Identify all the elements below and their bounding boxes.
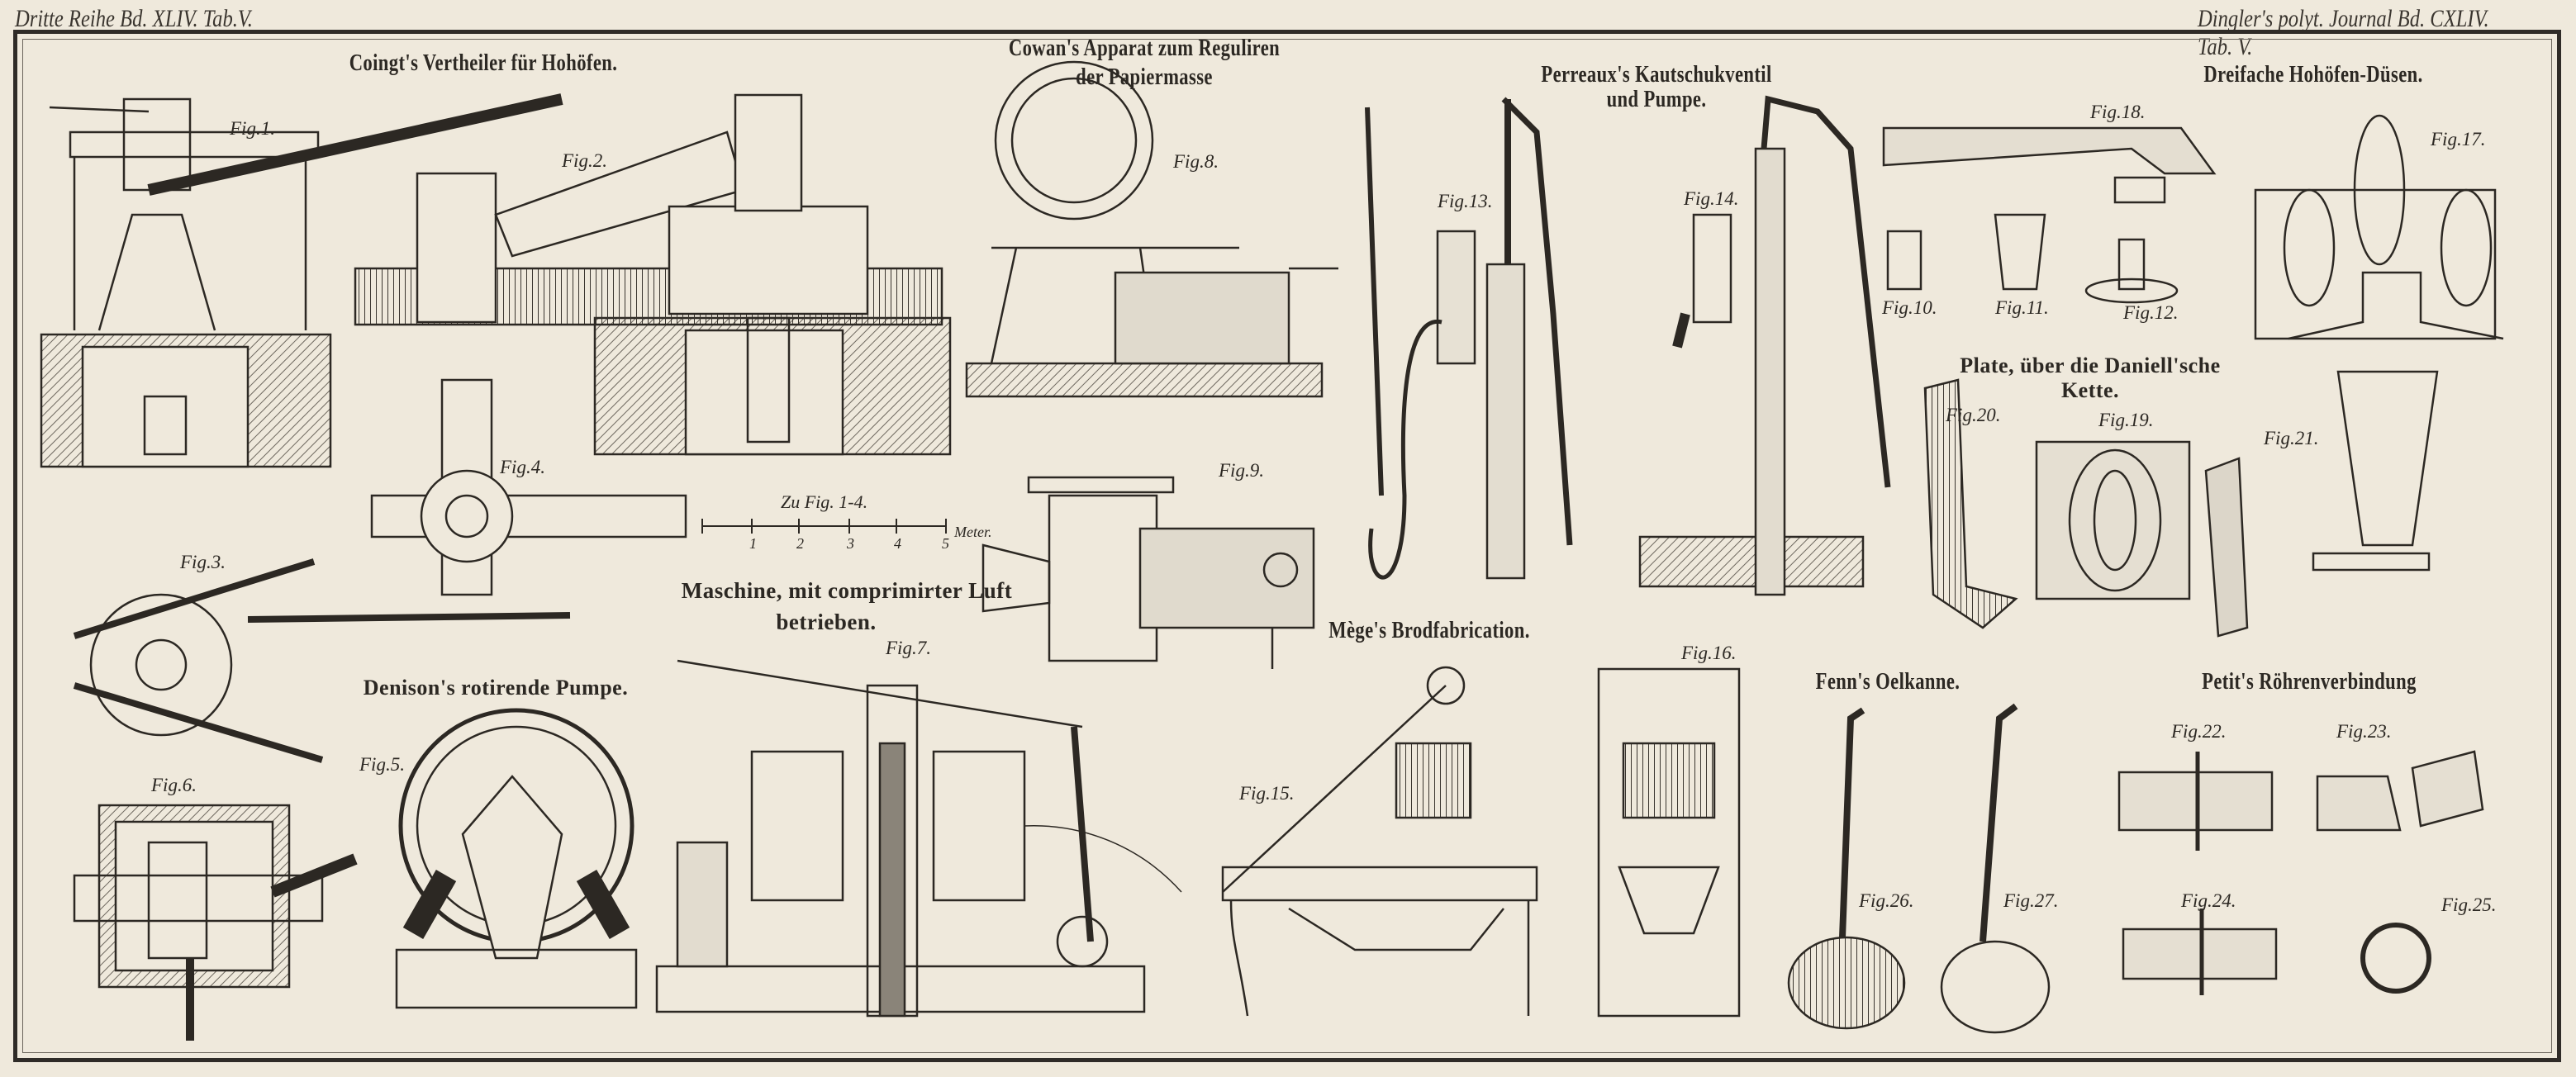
fig10-12-drawings: [1886, 213, 2179, 304]
scale-tick-3: 3: [847, 535, 854, 552]
fig-label-26: Fig.26.: [1859, 890, 1914, 911]
title-petit: Petit's Röhrenverbindung: [2202, 668, 2417, 695]
fig16-drawing: [1597, 667, 1741, 1018]
fig-label-23: Fig.23.: [2336, 721, 2392, 742]
fig-label-24: Fig.24.: [2181, 890, 2236, 911]
title-perreaux-line1: Perreaux's Kautschukventil: [1541, 61, 1772, 88]
fig9-drawing: [981, 476, 1315, 669]
scale-tick-1: 1: [749, 535, 757, 552]
title-maschine-line1: Maschine, mit comprimirter Luft: [681, 578, 1013, 603]
fig-label-3: Fig.3.: [180, 552, 226, 572]
fig-label-15: Fig.15.: [1239, 783, 1295, 804]
fig17-drawing: [2254, 114, 2504, 572]
fig-label-18: Fig.18.: [2090, 102, 2146, 122]
fig18-drawing: [1882, 126, 2217, 204]
fig1-drawing: [40, 93, 563, 468]
fig-label-6: Fig.6.: [151, 775, 197, 795]
scale-bar: [701, 519, 947, 534]
fig-label-13: Fig.13.: [1438, 191, 1493, 211]
fig4-drawing: [370, 378, 687, 596]
fig-label-9: Fig.9.: [1219, 460, 1264, 481]
title-denison: Denison's rotirende Pumpe.: [363, 676, 629, 700]
fig8-drawing: [965, 60, 1338, 398]
title-coingt: Coingt's Vertheiler für Hohöfen.: [349, 50, 618, 76]
fig-label-11: Fig.11.: [1995, 297, 2049, 318]
title-plate-line2: Kette.: [2060, 378, 2120, 402]
fig-label-2: Fig.2.: [562, 150, 607, 171]
fig6-drawing: [73, 804, 358, 1041]
title-perreaux-line2: und Pumpe.: [1606, 86, 1707, 112]
title-mege: Mège's Brodfabrication.: [1328, 617, 1530, 643]
fig-label-12: Fig.12.: [2123, 302, 2179, 323]
scale-tick-5: 5: [942, 535, 949, 552]
title-cowan-line1: Cowan's Apparat zum Reguliren: [1008, 35, 1281, 61]
fig13-drawing: [1365, 97, 1573, 580]
fig-label-17: Fig.17.: [2431, 129, 2486, 149]
fig15-drawing: [1221, 666, 1538, 1017]
title-maschine-line2: betrieben.: [776, 610, 877, 634]
scale-title: Zu Fig. 1-4.: [781, 491, 868, 512]
plate-header-left: Dritte Reihe Bd. XLIV. Tab.V.: [15, 5, 253, 32]
fig-label-1: Fig.1.: [230, 118, 275, 139]
fig-label-10: Fig.10.: [1882, 297, 1937, 318]
scale-unit: Meter.: [954, 524, 992, 540]
fig2-drawing: [354, 93, 952, 456]
fig-label-27: Fig.27.: [2003, 890, 2059, 911]
fig3-drawing: [73, 558, 571, 763]
fig-label-4: Fig.4.: [500, 457, 545, 477]
fig-label-25: Fig.25.: [2441, 894, 2497, 915]
fig19-21-drawings: [1923, 378, 2249, 638]
fig-label-21: Fig.21.: [2264, 428, 2319, 448]
plate-header-right: Dingler's polyt. Journal Bd. CXLIV. Tab.…: [2198, 5, 2489, 60]
fig14-drawing: [1638, 95, 1891, 596]
fig-label-22: Fig.22.: [2171, 721, 2227, 742]
plate-border: [13, 30, 2561, 1062]
scale-tick-2: 2: [796, 535, 804, 552]
fig-label-5: Fig.5.: [359, 754, 405, 775]
fig22-25-drawings: [2117, 750, 2484, 995]
scale-tick-4: 4: [894, 535, 901, 552]
fig5-drawing: [395, 708, 638, 1009]
fig-label-16: Fig.16.: [1681, 643, 1737, 663]
fig-label-7: Fig.7.: [886, 638, 931, 658]
title-cowan-line2: der Papiermasse: [1076, 64, 1213, 90]
fig7-drawing: [655, 659, 1182, 1018]
fig-label-20: Fig.20.: [1946, 405, 2001, 425]
title-plate-line1: Plate, über die Daniell'sche: [1960, 353, 2221, 377]
title-dreifache: Dreifache Hohöfen-Düsen.: [2203, 61, 2423, 88]
fig-label-19: Fig.19.: [2098, 410, 2154, 430]
fig26-27-drawings: [1787, 703, 2051, 1034]
fig-label-14: Fig.14.: [1684, 188, 1739, 209]
fig-label-8: Fig.8.: [1173, 151, 1219, 172]
title-fenn: Fenn's Oelkanne.: [1815, 668, 1961, 695]
